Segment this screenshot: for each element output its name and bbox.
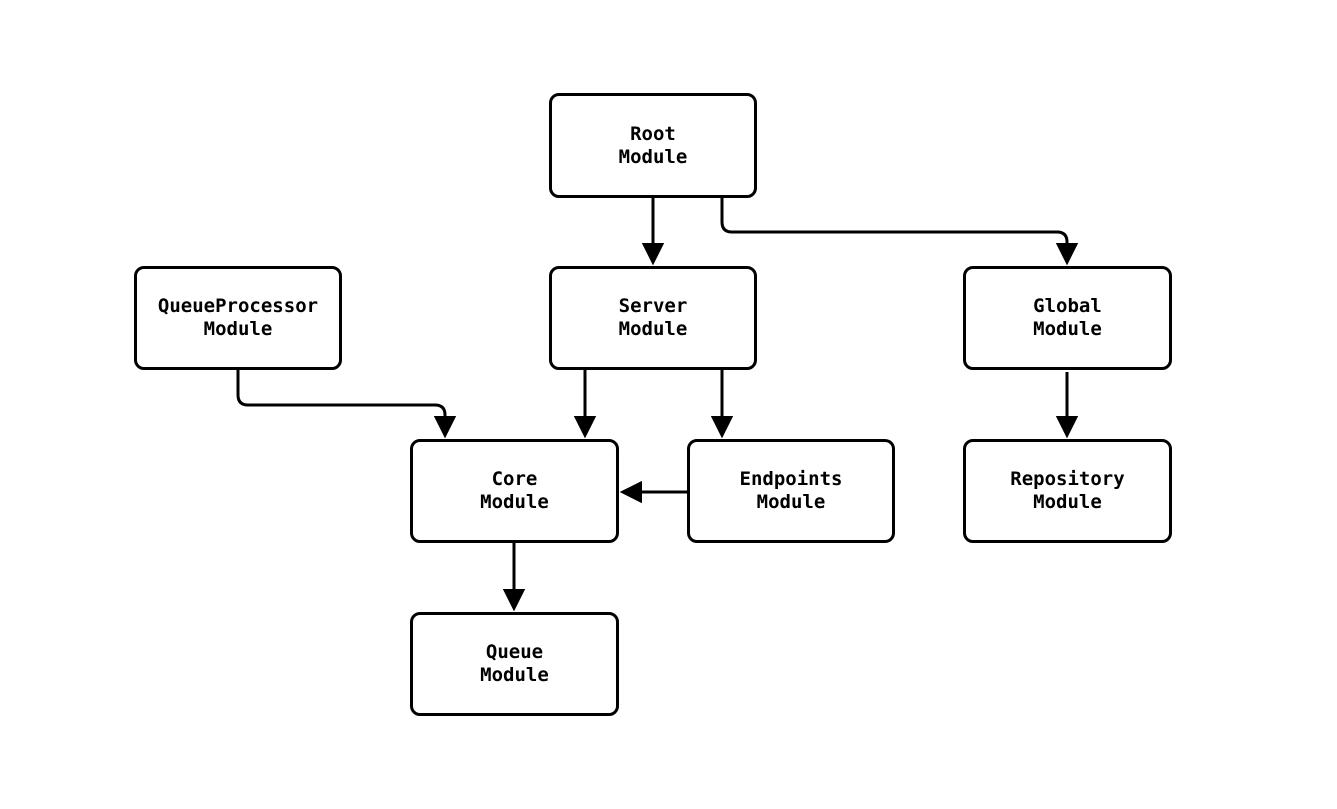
node-global-module: Global Module [963, 266, 1172, 370]
node-queueprocessor-module: QueueProcessor Module [134, 266, 342, 370]
node-label-line1: Queue [485, 641, 544, 663]
node-label-line1: Root [630, 122, 676, 145]
node-queue-module: Queue Module [410, 612, 619, 716]
node-label-line1: Repository [1010, 468, 1125, 490]
node-label-line2: Module [618, 318, 688, 340]
node-endpoints-module: Endpoints Module [687, 439, 895, 543]
node-label-line1: QueueProcessor [157, 295, 319, 317]
node-repository-module: Repository Module [963, 439, 1172, 543]
node-label-line1: Core [491, 468, 538, 490]
node-label-line1: Endpoints [739, 468, 843, 490]
node-core-module: Core Module [410, 439, 619, 543]
edge-queueprocessor-to-core [236, 370, 457, 439]
edge-root-to-global [720, 198, 1079, 266]
node-label-line2: Module [756, 491, 826, 513]
node-label-line2: Module [1033, 318, 1102, 340]
node-label-line2: Module [480, 664, 549, 686]
node-label-line2: Module [480, 491, 549, 513]
node-root-module: Root Module [549, 93, 757, 198]
node-label-line2: Module [618, 145, 688, 168]
node-label-line2: Module [1033, 491, 1102, 513]
node-server-module: Server Module [549, 266, 757, 370]
node-label-line1: Server [618, 295, 688, 317]
node-label-line1: Global [1033, 295, 1102, 317]
node-label-line2: Module [203, 318, 273, 340]
